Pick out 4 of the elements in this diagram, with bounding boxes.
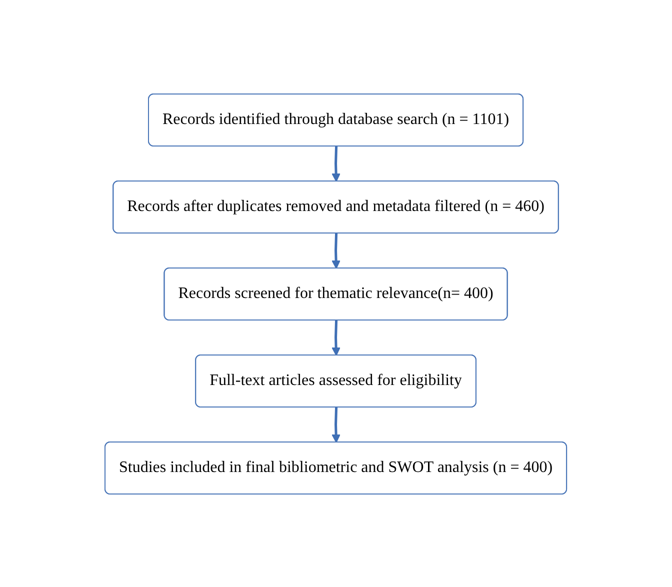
arrow (332, 232, 341, 268)
arrow (332, 146, 341, 182)
arrow (332, 406, 341, 442)
arrow (332, 320, 341, 356)
